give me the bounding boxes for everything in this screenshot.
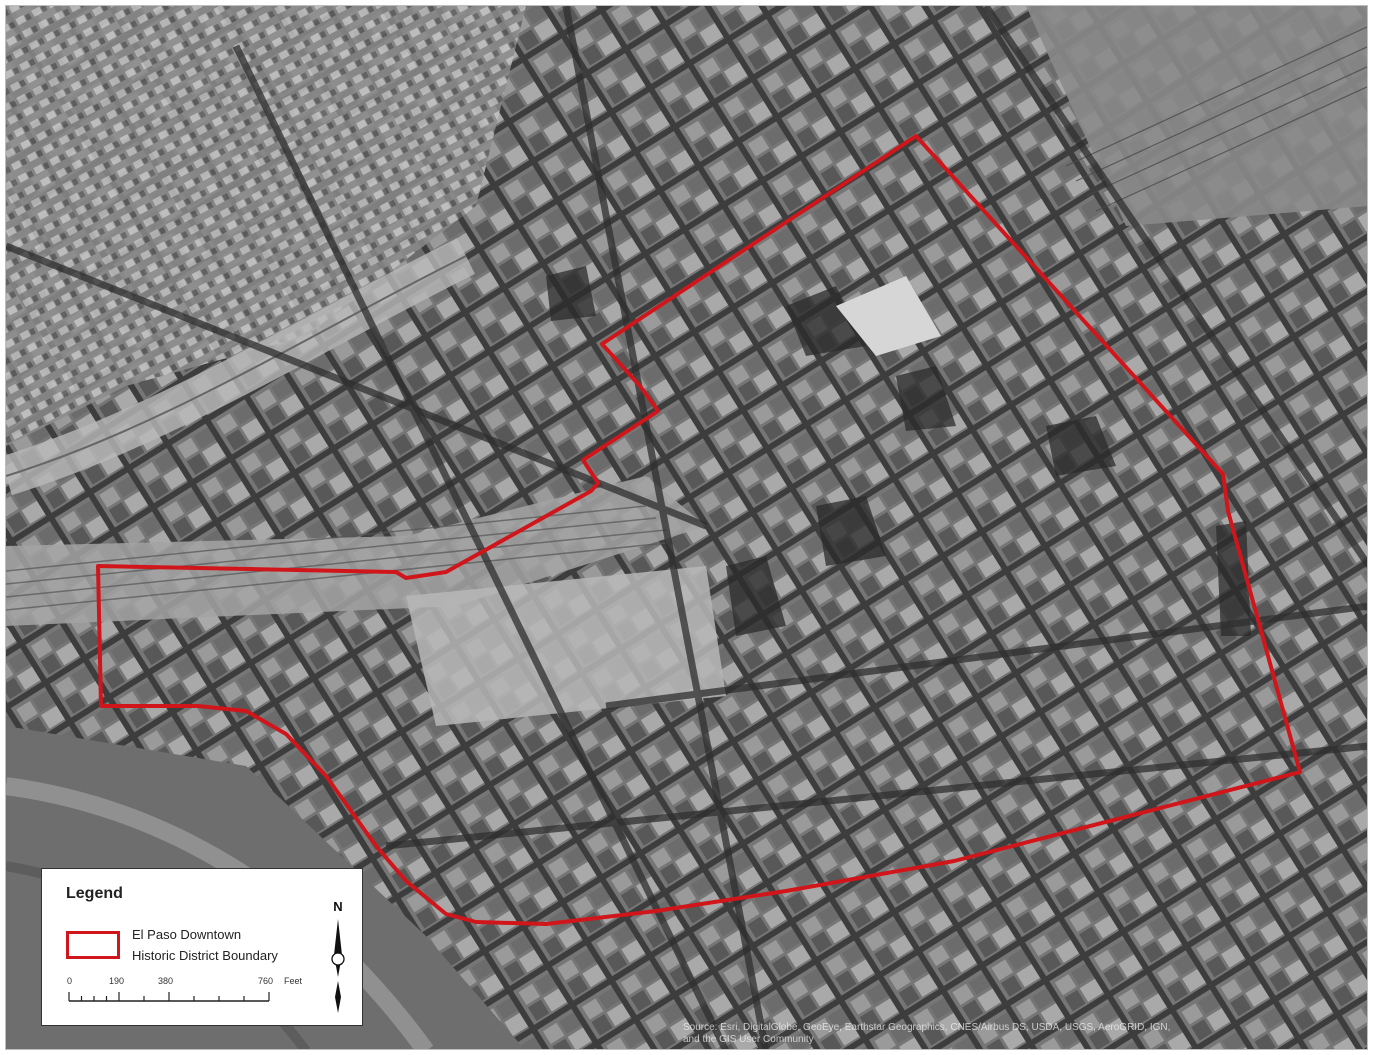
north-label: N [333,899,342,914]
scale-label-0: 0 [67,976,73,986]
legend-title: Legend [66,885,123,902]
scale-bar [68,992,270,1002]
north-arrow-icon: N [331,899,345,1013]
legend-item-label-line2: Historic District Boundary [132,948,278,963]
scale-label-380: 380 [158,976,174,986]
historic-district-boundary [96,134,1302,926]
map-legend: Legend El Paso Downtown Historic Distric… [41,868,363,1026]
attribution-line1: Source: Esri, DigitalGlobe, GeoEye, Eart… [683,1022,1171,1033]
scale-label-unit: Feet [284,976,303,986]
scale-label-760: 760 [258,976,274,986]
boundary-swatch [66,931,120,959]
scale-label-190: 190 [109,976,125,986]
legend-item-label-line1: El Paso Downtown [132,927,242,942]
map-attribution: Source: Esri, DigitalGlobe, GeoEye, Eart… [683,1022,1363,1046]
attribution-line2: and the GIS User Community [683,1034,814,1045]
